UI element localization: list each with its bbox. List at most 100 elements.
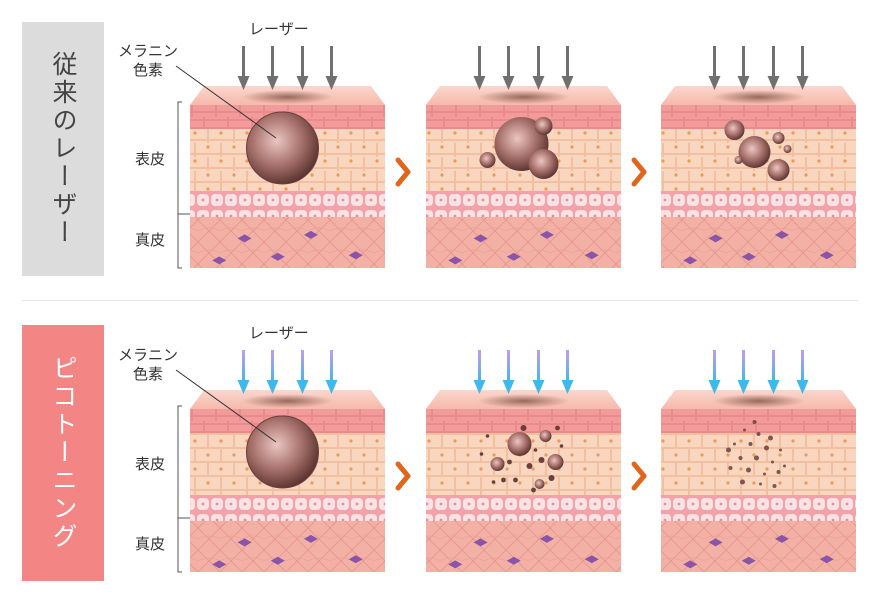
dermis-cell-r0-b1-3: [584, 251, 599, 260]
laser-arrow-r0-b1-1: [502, 46, 515, 90]
row-divider: [22, 300, 858, 301]
dermis-cell-r1-b0-2: [270, 556, 285, 565]
melanin-particle-r1-b2-4: [748, 442, 753, 446]
melanin-particle-r1-b1-2: [526, 463, 533, 469]
dermis-cell-r0-b2-3: [819, 251, 834, 260]
dermis-cell-r0-b2-4: [683, 256, 698, 265]
dermis-cell-r0-b0-3: [348, 251, 363, 260]
melanin-particle-r1-b2-3: [733, 442, 736, 446]
melanin-particle-r1-b2-6: [779, 448, 782, 452]
dermis-cell-r0-b2-0: [708, 234, 723, 243]
laser-arrow-r0-b0-1: [266, 46, 279, 90]
melanin-particle-r1-b1-3: [533, 448, 538, 452]
basal-layer-r1-b0: [190, 495, 385, 521]
melanin-particle-r1-b2-19: [752, 420, 757, 424]
dermis-cell-r1-b1-1: [539, 534, 554, 543]
dermis-cell-r0-b1-1: [539, 230, 554, 239]
melanin-r0-b2-0: [738, 136, 771, 168]
basal-layer-r0-b2: [661, 191, 856, 217]
melanin-particle-r1-b1-8: [538, 457, 545, 463]
melanin-particle-r1-b1-5: [548, 475, 555, 481]
pico-toning-label-box: ピコトーニング: [22, 325, 104, 581]
melanin-particle-r1-b2-10: [728, 466, 733, 470]
epidermis-label-bottom: 表皮: [135, 455, 166, 473]
melanin-label-top: メラニン 色素: [118, 42, 179, 79]
epidermis-label-top: 表皮: [135, 150, 166, 168]
laser-arrow-r1-b1-2: [532, 350, 545, 394]
melanin-particle-r1-b1-11: [520, 425, 527, 431]
laser-arrow-r0-b1-0: [473, 46, 486, 90]
laser-arrow-r1-b2-0: [708, 350, 721, 394]
melanin-particle-r1-b1-6: [559, 444, 564, 448]
laser-arrow-r1-b2-2: [767, 350, 780, 394]
dermis-cell-r1-b1-2: [506, 556, 521, 565]
laser-label-top: レーザー: [249, 20, 309, 38]
melanin-particle-r1-b1-0: [485, 434, 490, 438]
laser-arrow-r1-b0-0: [237, 350, 250, 394]
laser-arrow-r0-b2-1: [737, 46, 750, 90]
melanin-particle-r1-b2-13: [776, 470, 781, 474]
laser-arrow-r0-b0-2: [296, 46, 309, 90]
laser-spot-r0-b1: [477, 90, 570, 104]
melanin-particle-r1-b1-7: [513, 477, 518, 483]
conventional-laser-label-box: 従来のレーザー: [22, 22, 104, 276]
melanin-particle-r1-b1-13: [531, 487, 536, 493]
laser-spot-r0-b2: [712, 90, 805, 104]
melanin-particle-r1-b2-16: [772, 484, 777, 488]
dermis-cell-r0-b1-0: [473, 234, 488, 243]
melanin-particle-r1-b1-4: [501, 477, 506, 483]
melanin-particle-r1-b2-15: [759, 482, 762, 486]
melanin-particle-r1-b1-9: [491, 480, 496, 484]
melanin-particle-r1-b2-14: [740, 479, 745, 485]
dermis-cell-r1-b2-0: [708, 538, 723, 547]
melanin-particle-r1-b1-10: [555, 425, 560, 431]
laser-spot-r1-b0: [241, 394, 334, 408]
melanin-pointer-bottom: [175, 369, 277, 443]
melanin-r1-b0: [246, 415, 319, 489]
melanin-r1-b1-4: [534, 479, 545, 489]
laser-arrow-r1-b0-1: [266, 350, 279, 394]
melanin-particle-r1-b2-1: [756, 432, 761, 436]
laser-label-bottom: レーザー: [249, 324, 309, 342]
melanin-particle-r1-b2-18: [783, 464, 786, 468]
dermis-cell-r0-b0-2: [270, 252, 285, 261]
melanin-particle-r1-b2-11: [746, 467, 751, 473]
laser-arrow-r1-b1-3: [561, 350, 574, 394]
melanin-r0-b2-4: [783, 145, 792, 153]
laser-arrow-r0-b0-0: [237, 46, 250, 90]
dermis-cell-r1-b0-1: [303, 534, 318, 543]
melanin-particle-r1-b2-5: [764, 445, 769, 451]
melanin-particle-r1-b2-0: [743, 428, 746, 432]
layer-brackets: [177, 101, 190, 573]
dermis-cell-r1-b1-3: [584, 555, 599, 564]
step-arrow-2-top: [631, 157, 647, 187]
dermis-cell-r1-b0-0: [237, 538, 252, 547]
laser-arrow-r1-b1-0: [473, 350, 486, 394]
laser-arrow-r1-b1-1: [502, 350, 515, 394]
melanin-r1-b1-2: [490, 457, 505, 471]
dermis-label-bottom: 真皮: [135, 535, 166, 553]
basal-layer-r1-b1: [426, 495, 621, 521]
laser-arrow-r0-b1-3: [561, 46, 574, 90]
melanin-r0-b2-1: [724, 120, 745, 140]
dermis-cell-r1-b0-4: [212, 560, 227, 569]
melanin-particle-r1-b1-12: [479, 452, 484, 456]
dermis-cell-r0-b1-4: [448, 256, 463, 265]
melanin-r1-b1-3: [539, 430, 552, 442]
dermis-cell-r0-b2-1: [774, 230, 789, 239]
laser-spot-r1-b2: [712, 394, 805, 408]
basal-layer-r0-b1: [426, 191, 621, 217]
dermis-cell-r1-b0-3: [348, 555, 363, 564]
dermis-cell-r0-b0-1: [303, 230, 318, 239]
dermis-cell-r1-b1-4: [448, 560, 463, 569]
dermis-cell-r1-b2-4: [683, 560, 698, 569]
melanin-r0-b2-5: [734, 156, 743, 164]
melanin-particle-r1-b2-17: [726, 447, 731, 453]
laser-arrow-r0-b0-3: [325, 46, 338, 90]
step-arrow-2-bottom: [631, 461, 647, 491]
dermis-cell-r1-b1-0: [473, 538, 488, 547]
step-arrow-1-top: [395, 157, 411, 187]
melanin-r0-b1-2: [534, 117, 553, 135]
melanin-r0-b1-3: [479, 152, 496, 168]
